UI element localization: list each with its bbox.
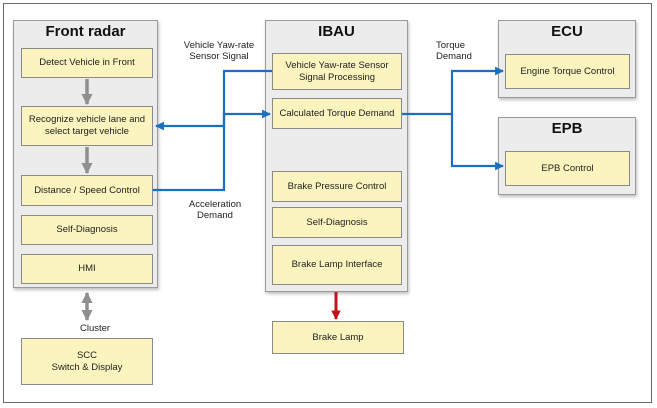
yaw-rate-signal-label: Vehicle Yaw-rate Sensor Signal [183, 40, 255, 62]
torque-demand-to-ecu-arrow [402, 66, 504, 116]
acceleration-demand-arrow [153, 109, 271, 192]
ibau-self-diagnosis-box: Self-Diagnosis [272, 207, 402, 238]
brake-lamp-box: Brake Lamp [272, 321, 404, 354]
calculated-torque-demand-box: Calculated Torque Demand [272, 98, 402, 129]
distance-speed-control-box: Distance / Speed Control [21, 175, 153, 206]
acceleration-demand-label: Acceleration Demand [188, 199, 242, 221]
epb-title: EPB [551, 120, 583, 137]
ecu-title: ECU [551, 23, 583, 40]
diagram-frame [3, 3, 652, 403]
cluster-label: Cluster [80, 323, 111, 334]
front-radar-title: Front radar [45, 23, 126, 40]
radar-self-diagnosis-box: Self-Diagnosis [21, 215, 153, 245]
scc-switch-display-box: SCC Switch & Display [21, 338, 153, 385]
brake-lamp-interface-box: Brake Lamp Interface [272, 245, 402, 285]
engine-torque-control-box: Engine Torque Control [505, 54, 630, 89]
torque-demand-to-epb-arrow [450, 114, 504, 171]
recognize-lane-box: Recognize vehicle lane and select target… [21, 106, 153, 146]
epb-control-box: EPB Control [505, 151, 630, 186]
yaw-rate-signal-arrow [155, 69, 272, 131]
yaw-rate-processing-box: Vehicle Yaw-rate Sensor Signal Processin… [272, 53, 402, 90]
detect-vehicle-box: Detect Vehicle in Front [21, 48, 153, 78]
torque-demand-label: Torque Demand [436, 40, 472, 62]
hmi-box: HMI [21, 254, 153, 284]
ibau-title: IBAU [318, 23, 355, 40]
brake-pressure-control-box: Brake Pressure Control [272, 171, 402, 202]
